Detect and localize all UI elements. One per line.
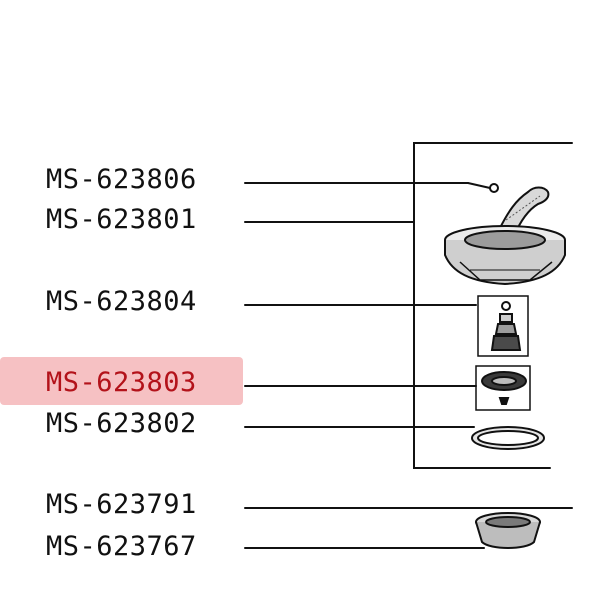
housing-part	[444, 225, 566, 286]
filter-basket-part	[475, 512, 541, 549]
part-label-623767[interactable]: MS-623767	[46, 531, 197, 562]
screw-part	[489, 183, 499, 193]
seal-ring-part	[471, 426, 545, 450]
part-label-623801[interactable]: MS-623801	[46, 204, 197, 235]
part-label-623804[interactable]: MS-623804	[46, 286, 197, 317]
part-label-623806[interactable]: MS-623806	[46, 164, 197, 195]
part-label-623802[interactable]: MS-623802	[46, 408, 197, 439]
filter-disc-part	[475, 365, 531, 411]
selected-part-highlight	[0, 357, 243, 405]
part-label-623803[interactable]: MS-623803	[46, 367, 197, 398]
part-label-623791[interactable]: MS-623791	[46, 489, 197, 520]
lever-part	[498, 186, 550, 238]
valve-spring-part	[477, 295, 529, 357]
leader-623806-tick	[467, 182, 491, 189]
